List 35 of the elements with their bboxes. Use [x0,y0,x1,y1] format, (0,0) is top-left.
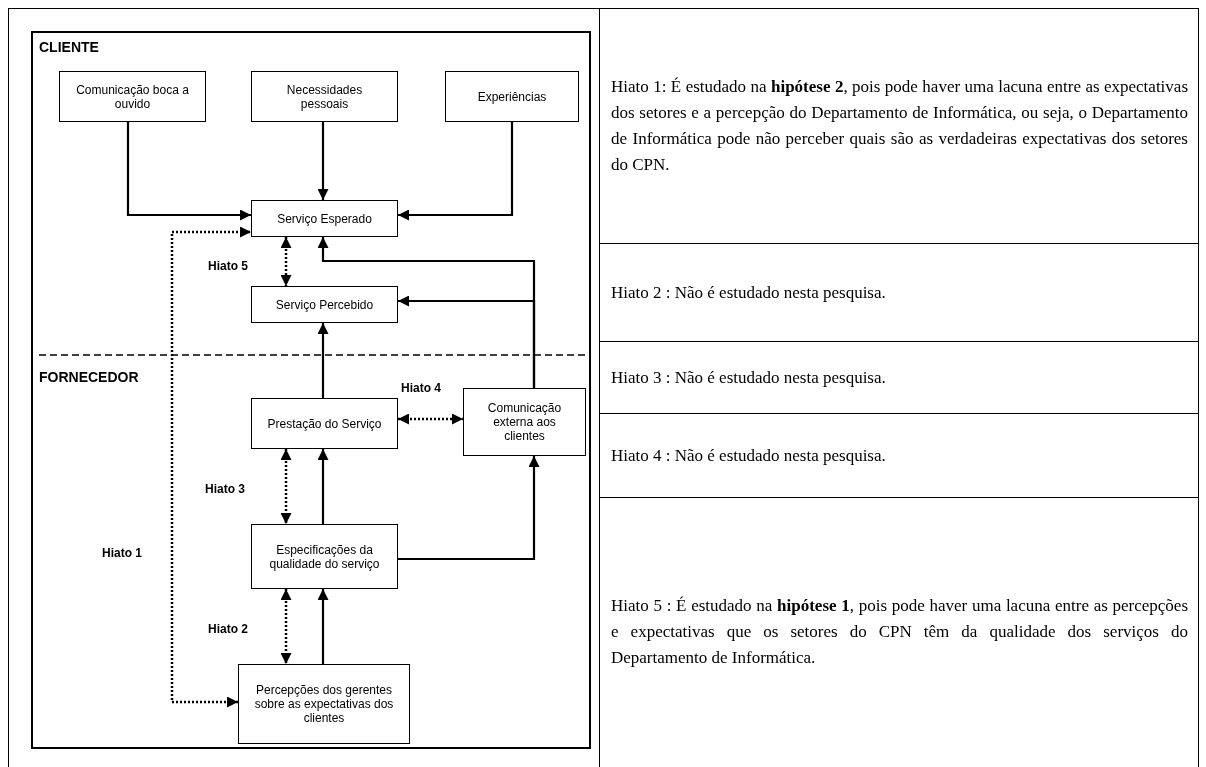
arrow [398,295,536,388]
gap-description: Hiato 1: É estudado na hipótese 2, pois pode haver uma lacuna entre as expectativas dos setores e a percepção do Departamento de Informática, ou seja, o Departamento de Informática pode não perceber quais são as verdadeiras expectativas dos setores do CPN. [611,76,1188,176]
gap-description: Hiato 4 : Não é estudado nesta pesquisa. [611,444,887,467]
edge-label: Hiato 3 [205,482,245,496]
edge-label: Hiato 5 [208,259,248,273]
gap-description: Hiato 3 : Não é estudado nesta pesquisa. [611,366,887,389]
edge-label: Hiato 2 [208,622,248,636]
arrow [398,122,514,221]
section-heading: FORNECEDOR [39,369,139,385]
process-box: Experiências [445,71,579,122]
process-box: Necessidades pessoais [251,71,398,122]
dotted-arrow [398,413,463,425]
process-box: Especificações da qualidade do serviço [251,524,398,589]
dotted-arrow [280,449,292,524]
section-frame [31,31,591,749]
arrow [317,122,329,200]
dotted-arrow [280,589,292,664]
gap-description: Hiato 5 : É estudado na hipótese 1, pois pode haver uma lacuna entre as percepções e expectativas que os setores do CPN têm da qualidade dos serviços do Departamento de Informática. [611,595,1188,669]
dotted-arrow [280,237,292,286]
process-box: Percepções dos gerentes sobre as expectativas dos clientes [238,664,410,744]
arrow [317,449,329,524]
arrow [126,122,251,221]
edge-label: Hiato 4 [401,381,441,395]
process-box: Comunicação externa aos clientes [463,388,586,456]
arrow [317,323,329,398]
process-box: Serviço Esperado [251,200,398,237]
process-box: Comunicação boca a ouvido [59,71,206,122]
process-box: Prestação do Serviço [251,398,398,449]
arrow [398,456,540,561]
edge-label: Hiato 1 [102,546,142,560]
section-heading: CLIENTE [39,39,99,55]
gap-description: Hiato 2 : Não é estudado nesta pesquisa. [611,281,887,304]
process-box: Serviço Percebido [251,286,398,323]
dotted-arrow [170,226,251,708]
arrow [317,589,329,664]
